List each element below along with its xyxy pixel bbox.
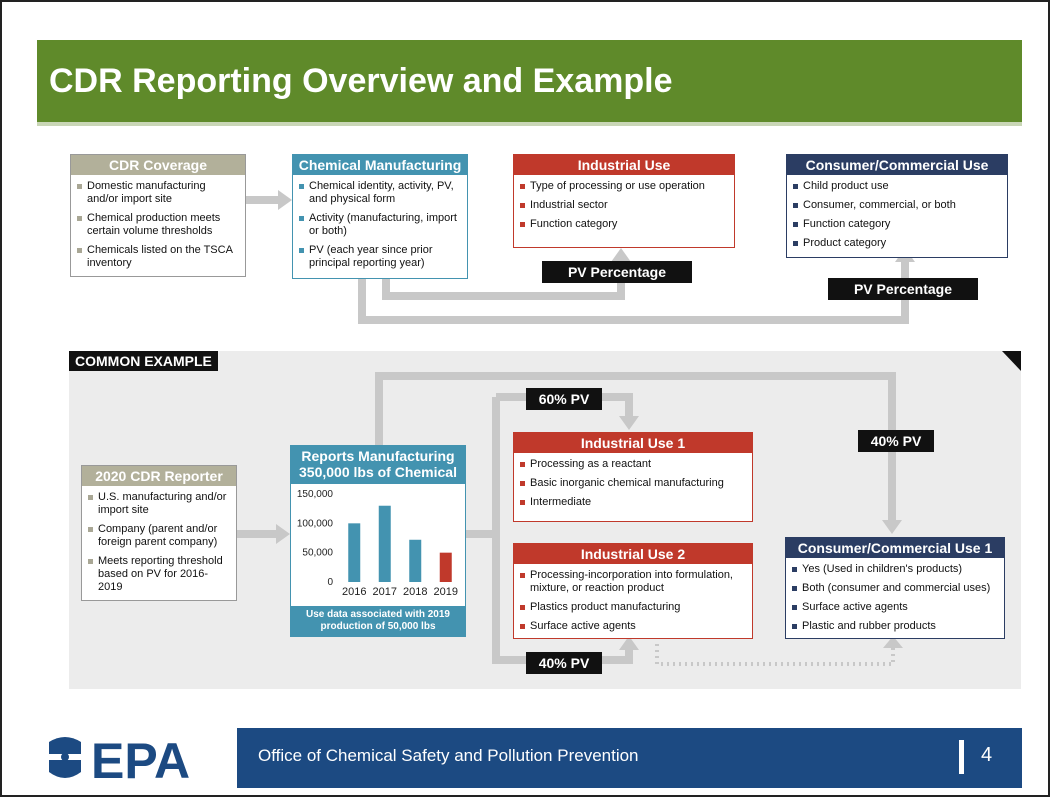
list-item: U.S. manufacturing and/or import site	[88, 491, 230, 517]
list-item: Company (parent and/or foreign parent co…	[88, 523, 230, 549]
list-item: Industrial sector	[520, 199, 728, 212]
bar-2019	[439, 552, 452, 582]
cdr-coverage-box: CDR Coverage Domestic manufacturing and/…	[70, 154, 246, 277]
cdr-coverage-title: CDR Coverage	[71, 155, 245, 175]
industrial-use-2-box: Industrial Use 2 Processing-incorporatio…	[513, 543, 753, 639]
list-item: Function category	[520, 218, 728, 231]
list-item: Activity (manufacturing, import or both)	[299, 212, 461, 238]
x-tick-label: 2016	[342, 586, 366, 598]
list-item: Chemical production meets certain volume…	[77, 212, 239, 238]
list-item: Intermediate	[520, 496, 746, 509]
list-item: Domestic manufacturing and/or import sit…	[77, 180, 239, 206]
x-tick-label: 2017	[373, 586, 397, 598]
list-item: Meets reporting threshold based on PV fo…	[88, 555, 230, 594]
footer-office-text: Office of Chemical Safety and Pollution …	[258, 746, 639, 765]
reports-manufacturing-header: Reports Manufacturing 350,000 lbs of Che…	[291, 446, 465, 484]
pv-percentage-label-2: PV Percentage	[828, 278, 978, 300]
industrial-use-1-box: Industrial Use 1 Processing as a reactan…	[513, 432, 753, 522]
reports-title-line1: Reports Manufacturing	[301, 448, 455, 464]
list-item: Chemicals listed on the TSCA inventory	[77, 244, 239, 270]
consumer-commercial-use-1-box: Consumer/Commercial Use 1 Yes (Used in c…	[785, 537, 1005, 639]
x-tick-label: 2019	[434, 586, 458, 598]
list-item: Product category	[793, 237, 1001, 250]
pv-percentage-label-1: PV Percentage	[542, 261, 692, 283]
footer-separator	[959, 740, 964, 774]
pv-60-label: 60% PV	[526, 388, 602, 410]
bar-2018	[409, 539, 422, 582]
industrial-use-title: Industrial Use	[514, 155, 734, 175]
chemical-manufacturing-box: Chemical Manufacturing Chemical identity…	[292, 154, 468, 279]
y-tick-label: 150,000	[297, 489, 334, 500]
bar-2016	[348, 523, 361, 582]
industrial-use-2-title: Industrial Use 2	[514, 544, 752, 564]
list-item: Surface active agents	[792, 601, 998, 614]
reports-manufacturing-box: Reports Manufacturing 350,000 lbs of Che…	[290, 445, 466, 637]
list-item: Yes (Used in children's products)	[792, 563, 998, 576]
list-item: Basic inorganic chemical manufacturing	[520, 477, 746, 490]
epa-seal-icon: EPA	[49, 733, 190, 789]
list-item: Function category	[793, 218, 1001, 231]
page-title: CDR Reporting Overview and Example	[49, 62, 673, 100]
industrial-use-box: Industrial Use Type of processing or use…	[513, 154, 735, 248]
cdr-reporter-title: 2020 CDR Reporter	[82, 466, 236, 486]
list-item: Processing as a reactant	[520, 458, 746, 471]
pv-40-label-consumer: 40% PV	[858, 430, 934, 452]
common-example-tag: COMMON EXAMPLE	[69, 351, 218, 371]
list-item: Type of processing or use operation	[520, 180, 728, 193]
list-item: Child product use	[793, 180, 1001, 193]
pv-40-label-industrial: 40% PV	[526, 652, 602, 674]
production-bar-chart: 150,000 100,000 50,000 0 2016 2017 2018 2019	[297, 489, 458, 598]
page-number: 4	[981, 744, 993, 766]
list-item: Surface active agents	[520, 620, 746, 633]
reports-footer-note: Use data associated with 2019 production…	[291, 606, 465, 636]
y-tick-label: 50,000	[302, 548, 333, 559]
industrial-use-1-title: Industrial Use 1	[514, 433, 752, 453]
bar-2017	[378, 505, 391, 582]
epa-logo-text: EPA	[91, 733, 190, 788]
list-item: Plastic and rubber products	[792, 620, 998, 633]
list-item: Chemical identity, activity, PV, and phy…	[299, 180, 461, 206]
y-tick-label: 0	[327, 577, 333, 588]
title-bar: CDR Reporting Overview and Example	[37, 40, 1022, 126]
consumer-commercial-use-box: Consumer/Commercial Use Child product us…	[786, 154, 1008, 258]
list-item: Both (consumer and commercial uses)	[792, 582, 998, 595]
panel-corner-mark	[1002, 351, 1021, 371]
y-tick-label: 100,000	[297, 518, 334, 529]
list-item: Consumer, commercial, or both	[793, 199, 1001, 212]
list-item: Plastics product manufacturing	[520, 601, 746, 614]
x-tick-label: 2018	[403, 586, 427, 598]
list-item: Processing-incorporation into formulatio…	[520, 569, 746, 595]
reports-title-line2: 350,000 lbs of Chemical	[299, 464, 457, 480]
list-item: PV (each year since prior principal repo…	[299, 244, 461, 270]
consumer-commercial-use-1-title: Consumer/Commercial Use 1	[786, 538, 1004, 558]
consumer-commercial-use-title: Consumer/Commercial Use	[787, 155, 1007, 175]
chemical-manufacturing-title: Chemical Manufacturing	[293, 155, 467, 175]
epa-logo: EPA	[37, 728, 237, 789]
cdr-reporter-box: 2020 CDR Reporter U.S. manufacturing and…	[81, 465, 237, 601]
